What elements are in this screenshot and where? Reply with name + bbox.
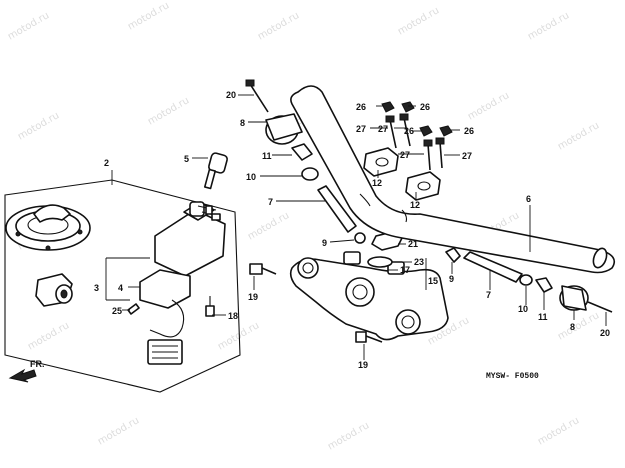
callout-26-c: 26 <box>404 126 414 136</box>
holder-nuts <box>381 101 453 137</box>
callout-8-right: 8 <box>570 322 575 332</box>
switch-subunit <box>139 269 191 365</box>
diagram-code: MYSW- F0500 <box>486 372 539 381</box>
svg-text:motod.ru: motod.ru <box>466 90 511 122</box>
callout-18: 18 <box>228 311 238 321</box>
callout-27-b: 27 <box>378 124 388 134</box>
callout-25: 25 <box>112 306 122 316</box>
callout-4: 4 <box>118 283 123 293</box>
callout-5: 5 <box>184 154 189 164</box>
svg-text:motod.ru: motod.ru <box>126 0 171 32</box>
callout-20-left: 20 <box>226 90 236 100</box>
callout-10-left: 10 <box>246 172 256 182</box>
svg-text:motod.ru: motod.ru <box>146 95 191 127</box>
key <box>203 152 228 190</box>
front-arrow-icon <box>8 368 37 383</box>
callout-26-a: 26 <box>356 102 366 112</box>
callout-26-b: 26 <box>420 102 430 112</box>
callout-23: 23 <box>414 257 424 267</box>
seat-lock <box>35 273 73 307</box>
svg-text:motod.ru: motod.ru <box>246 210 291 242</box>
callout-19-center: 19 <box>358 360 368 370</box>
callout-27-d: 27 <box>462 151 472 161</box>
left-bar-end-parts <box>245 79 357 233</box>
callout-19-left: 19 <box>248 292 258 302</box>
callout-12-left: 12 <box>372 178 382 188</box>
callout-12-right: 12 <box>410 200 420 210</box>
front-label: FR. <box>30 359 45 369</box>
svg-text:motod.ru: motod.ru <box>256 10 301 42</box>
svg-text:motod.ru: motod.ru <box>526 10 571 42</box>
screw-25 <box>127 303 140 315</box>
handlebar <box>290 85 616 274</box>
svg-text:motod.ru: motod.ru <box>26 320 71 352</box>
callout-10-right: 10 <box>518 304 528 314</box>
callout-6: 6 <box>526 194 531 204</box>
top-bridge <box>289 251 449 341</box>
callout-3: 3 <box>94 283 99 293</box>
svg-text:motod.ru: motod.ru <box>556 310 601 342</box>
callout-7-left: 7 <box>268 197 273 207</box>
callout-2: 2 <box>104 158 109 168</box>
bolt-9-center <box>354 232 366 244</box>
callout-21: 21 <box>408 239 418 249</box>
watermark-layer: motod.ru motod.ru motod.ru motod.ru moto… <box>6 0 601 452</box>
ignition-switch <box>154 201 226 277</box>
svg-text:motod.ru: motod.ru <box>556 120 601 152</box>
callout-8-left: 8 <box>240 118 245 128</box>
ignition-assembly-group <box>4 152 241 393</box>
svg-text:motod.ru: motod.ru <box>536 415 581 447</box>
handlebar-holder-right <box>405 171 441 201</box>
svg-text:motod.ru: motod.ru <box>396 5 441 37</box>
svg-text:motod.ru: motod.ru <box>16 110 61 142</box>
callout-9-left: 9 <box>322 238 327 248</box>
callout-11-left: 11 <box>262 151 272 161</box>
callout-7-right: 7 <box>486 290 491 300</box>
leader-lines <box>105 94 607 360</box>
fuel-filler-cap <box>5 204 91 251</box>
svg-text:motod.ru: motod.ru <box>326 420 371 452</box>
callout-27-c: 27 <box>400 150 410 160</box>
callout-labels: 2 3 4 5 6 7 7 8 8 9 9 10 10 11 11 12 12 … <box>94 90 610 370</box>
callout-11-right: 11 <box>538 312 548 322</box>
callout-17: 17 <box>400 265 410 275</box>
handlebar-holder-left <box>363 147 399 177</box>
callout-20-right: 20 <box>600 328 610 338</box>
callout-9-right: 9 <box>449 274 454 284</box>
svg-text:motod.ru: motod.ru <box>96 415 141 447</box>
svg-text:motod.ru: motod.ru <box>6 10 51 42</box>
holder-bolts <box>385 113 445 171</box>
callout-15: 15 <box>428 276 438 286</box>
callout-27-a: 27 <box>356 124 366 134</box>
bolts-19 <box>249 263 383 343</box>
front-direction-indicator: FR. <box>8 359 45 383</box>
bolt-18 <box>205 296 215 317</box>
callout-26-d: 26 <box>464 126 474 136</box>
